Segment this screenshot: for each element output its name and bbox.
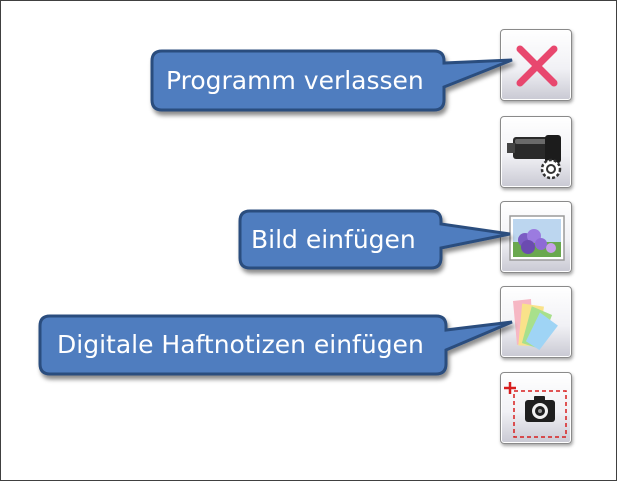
- insert-image-button[interactable]: [500, 201, 572, 273]
- callout-sticky-notes-label: Digitale Haftnotizen einfügen: [57, 330, 424, 359]
- landscape-picture-icon: [509, 215, 565, 261]
- callout-exit-label: Programm verlassen: [166, 66, 424, 95]
- close-x-icon: [516, 45, 558, 87]
- camera-gear-icon: [507, 135, 562, 180]
- screen-capture-button[interactable]: [500, 372, 572, 444]
- camera-capture-area-icon: [504, 382, 567, 438]
- sticky-notes-button[interactable]: [500, 286, 572, 358]
- callout-insert-image-label: Bild einfügen: [251, 225, 416, 254]
- exit-program-button[interactable]: [500, 29, 572, 101]
- camera-settings-button[interactable]: [500, 116, 572, 188]
- sticky-notes-icon: [513, 299, 558, 351]
